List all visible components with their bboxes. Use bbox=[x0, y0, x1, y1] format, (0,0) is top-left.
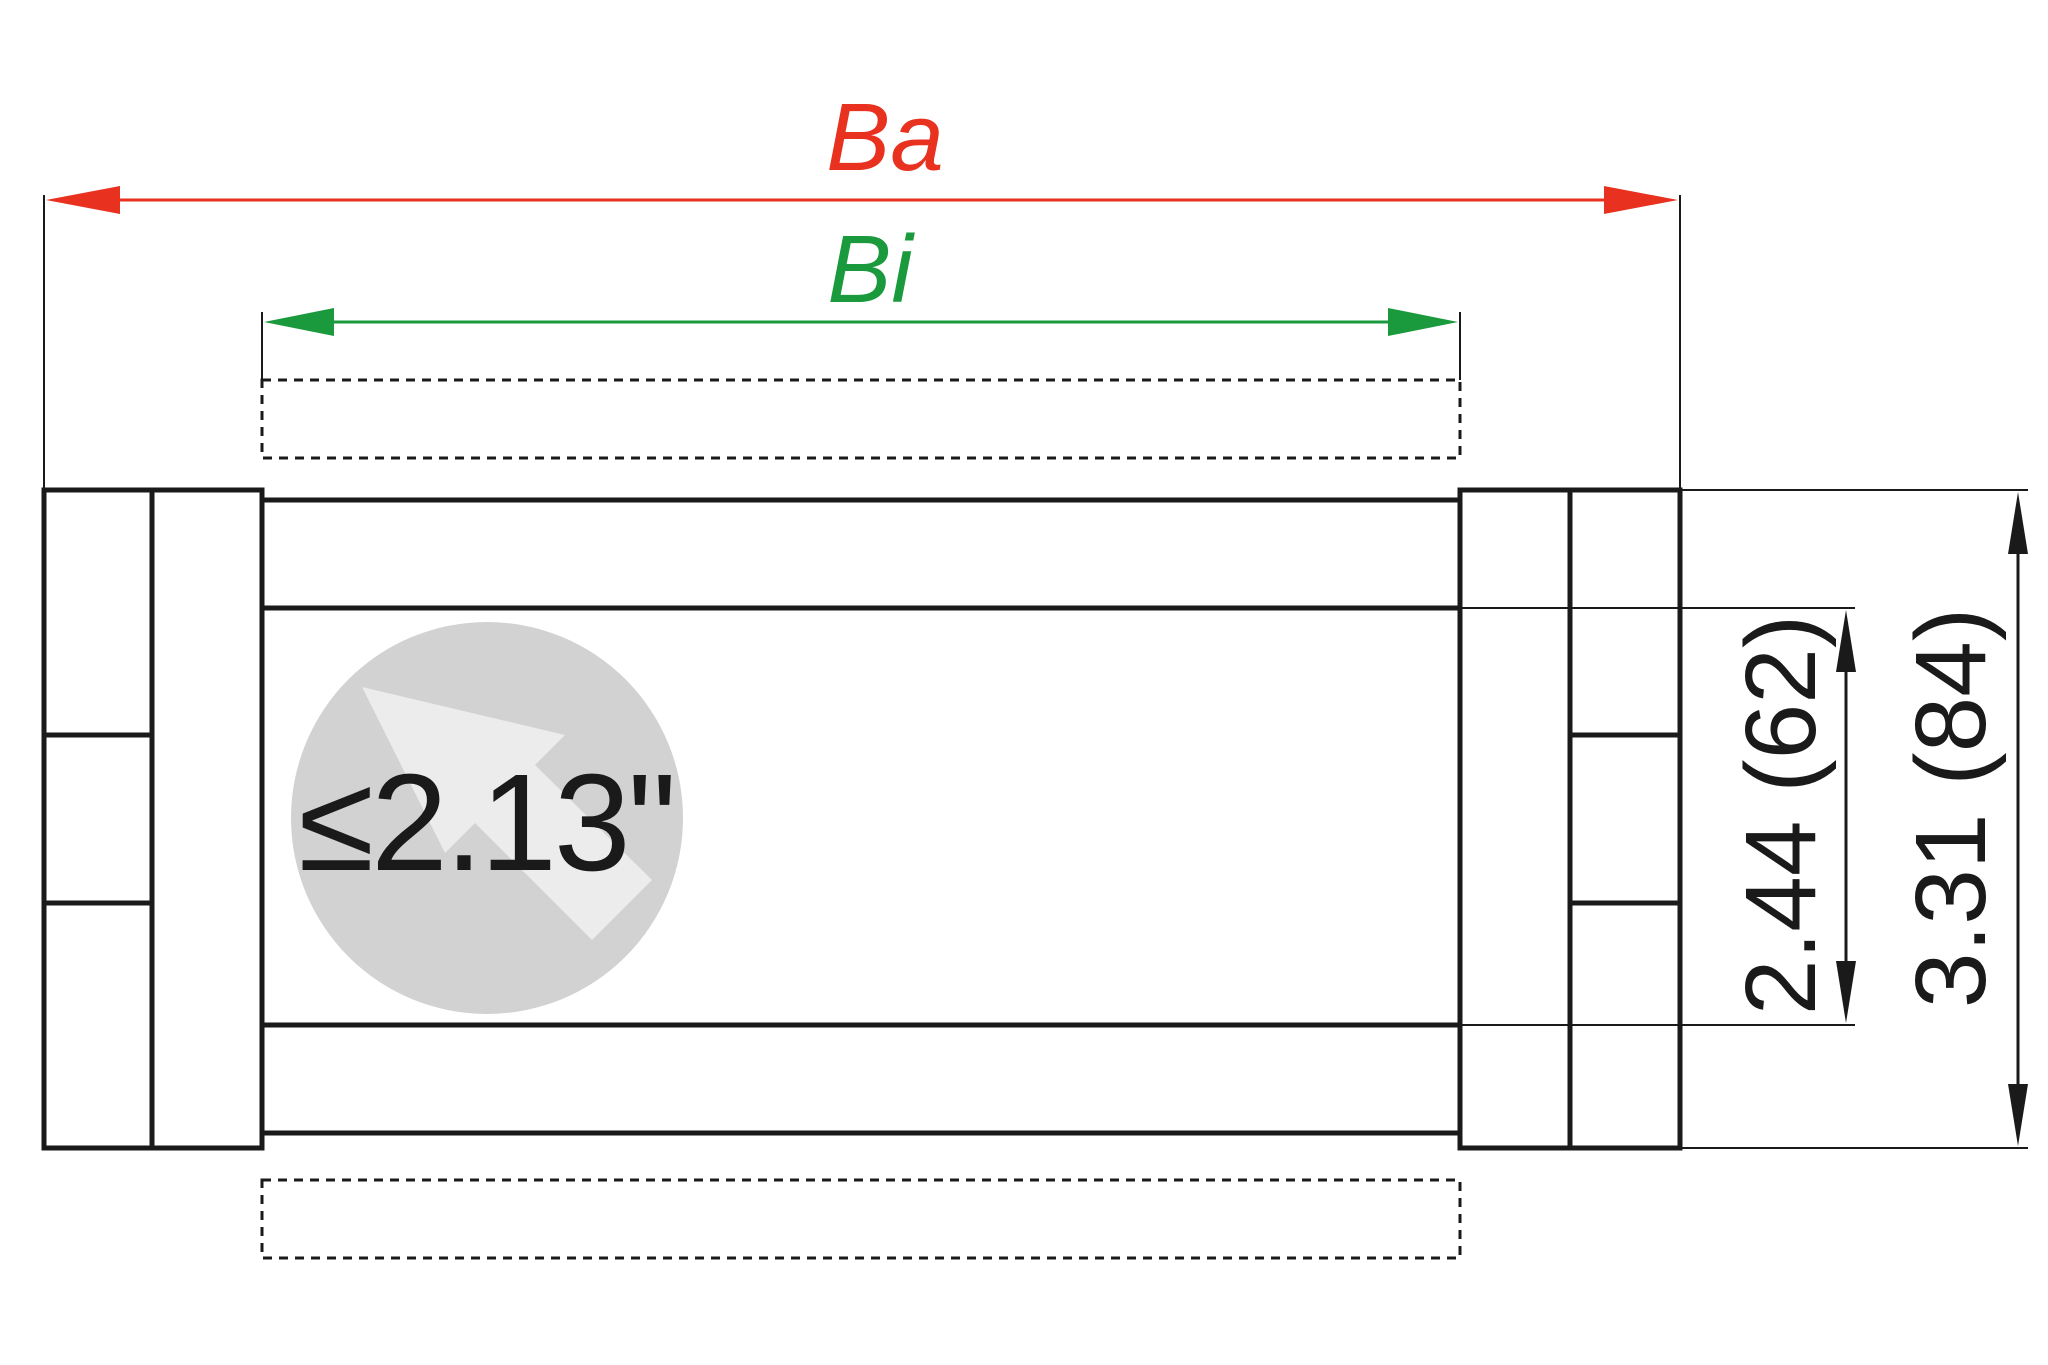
outer-height-dimension: 3.31 (84) bbox=[1680, 489, 2028, 1149]
max-height-label: ≤2.13" bbox=[298, 746, 673, 900]
inner-height-dimension: 2.44 (62) bbox=[1460, 607, 1856, 1026]
left-side-plate bbox=[41, 487, 265, 1151]
inner-width-dimension: Bi bbox=[261, 216, 1461, 380]
outer-width-dimension: Ba bbox=[43, 84, 1681, 490]
outer-width-arrowhead-right bbox=[1604, 186, 1678, 214]
top-crossbar bbox=[262, 497, 1460, 611]
diagonal-arrow-icon bbox=[362, 687, 652, 940]
inner-width-arrowhead-right bbox=[1388, 308, 1458, 336]
outer-height-arrowhead-bottom bbox=[2008, 1084, 2028, 1146]
inner-width-arrowhead-left bbox=[264, 308, 334, 336]
right-side-plate bbox=[1457, 487, 1683, 1151]
bottom-dashed-cover bbox=[260, 1178, 1462, 1260]
outer-width-arrowhead-left bbox=[46, 186, 120, 214]
bottom-crossbar bbox=[262, 1022, 1460, 1136]
max-height-badge: ≤2.13" bbox=[291, 622, 683, 1014]
outer-width-label: Ba bbox=[826, 84, 943, 191]
inner-height-label: 2.44 (62) bbox=[1725, 615, 1837, 1015]
inner-height-arrowhead-bottom bbox=[1836, 961, 1856, 1023]
inner-height-arrowhead-top bbox=[1836, 610, 1856, 672]
outer-height-label: 3.31 (84) bbox=[1895, 608, 2007, 1008]
inner-width-label: Bi bbox=[827, 216, 915, 323]
outer-height-arrowhead-top bbox=[2008, 492, 2028, 554]
top-dashed-cover bbox=[260, 378, 1462, 460]
